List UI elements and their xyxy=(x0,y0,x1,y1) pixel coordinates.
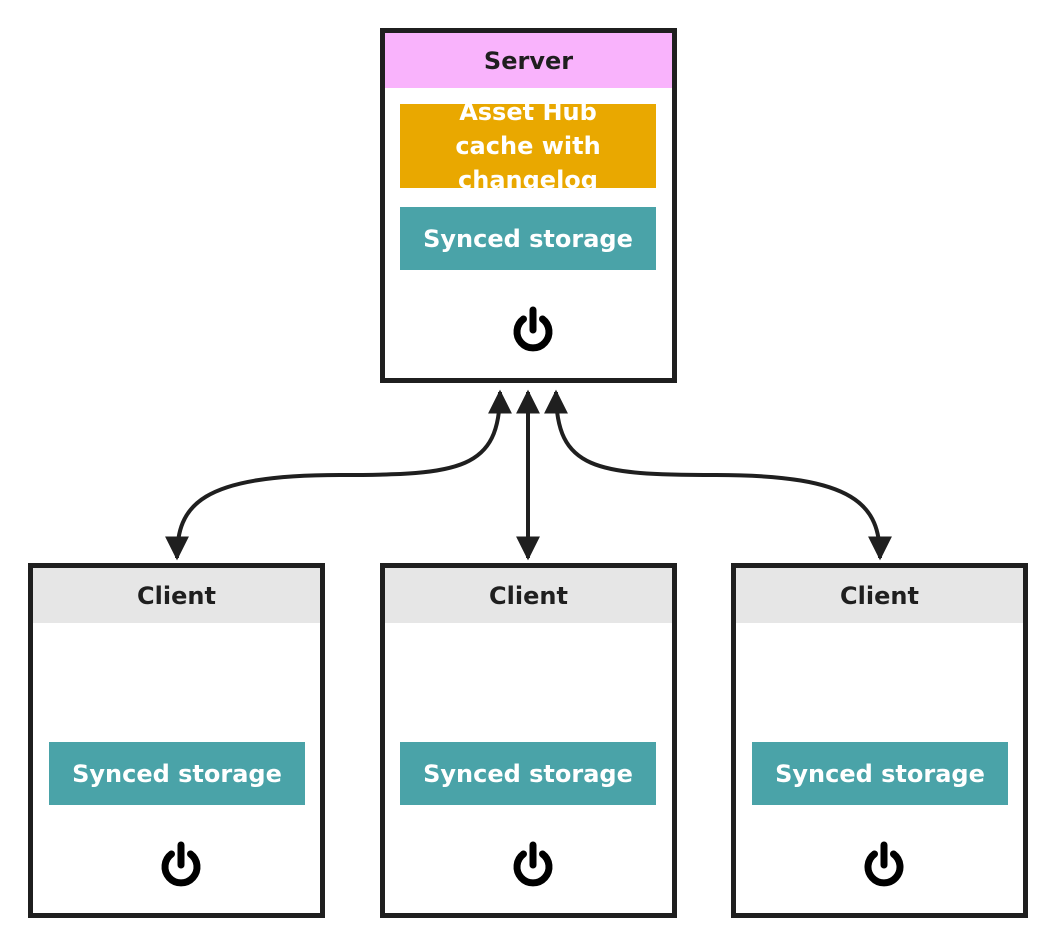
server-title: Server xyxy=(483,46,574,75)
asset-hub-cache-label: Asset Hub cache with changelog xyxy=(455,98,601,194)
client-node-2[interactable]: Client Synced storage xyxy=(380,563,677,918)
edge-server-client-1 xyxy=(165,389,512,561)
client-node-1[interactable]: Client Synced storage xyxy=(28,563,325,918)
edge-server-client-3 xyxy=(544,389,892,561)
client-3-synced-storage-chip: Synced storage xyxy=(752,742,1008,805)
client-title-2: Client xyxy=(489,581,568,610)
client-header-3: Client xyxy=(736,568,1023,623)
client-node-3[interactable]: Client Synced storage xyxy=(731,563,1028,918)
client-header-2: Client xyxy=(385,568,672,623)
server-node[interactable]: Server Asset Hub cache with changelog Sy… xyxy=(380,28,677,383)
client-2-synced-storage-label: Synced storage xyxy=(423,759,633,788)
power-icon[interactable] xyxy=(508,306,558,356)
asset-hub-cache-chip: Asset Hub cache with changelog xyxy=(400,98,656,194)
server-header: Server xyxy=(385,33,672,88)
client-title-1: Client xyxy=(137,581,216,610)
client-1-synced-storage-chip: Synced storage xyxy=(49,742,305,805)
client-2-synced-storage-chip: Synced storage xyxy=(400,742,656,805)
client-header-1: Client xyxy=(33,568,320,623)
power-icon[interactable] xyxy=(859,841,909,891)
server-synced-storage-label: Synced storage xyxy=(423,224,633,253)
power-icon[interactable] xyxy=(156,841,206,891)
server-synced-storage-chip: Synced storage xyxy=(400,207,656,270)
client-1-synced-storage-label: Synced storage xyxy=(72,759,282,788)
client-3-synced-storage-label: Synced storage xyxy=(775,759,985,788)
client-title-3: Client xyxy=(840,581,919,610)
power-icon[interactable] xyxy=(508,841,558,891)
